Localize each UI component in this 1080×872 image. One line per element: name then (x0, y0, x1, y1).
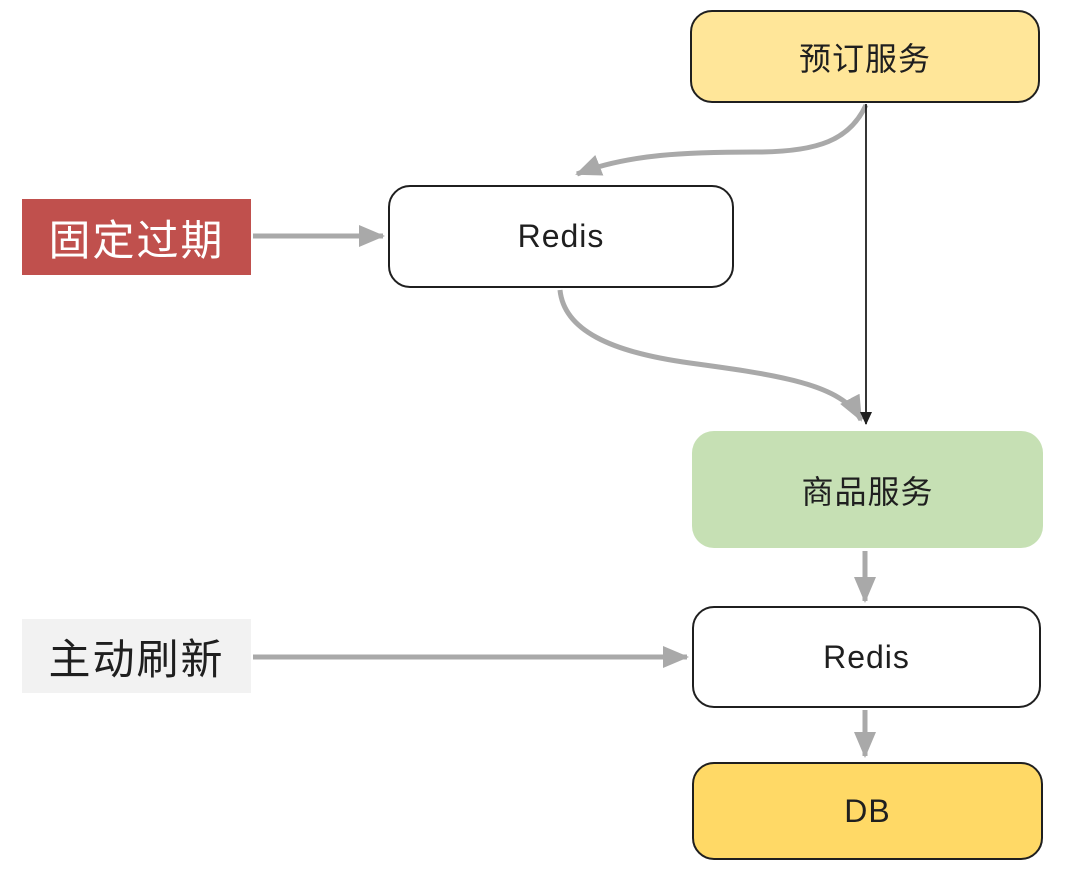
node-product-service: 商品服务 (692, 431, 1043, 548)
label-fixed-expiry: 固定过期 (22, 199, 251, 275)
label-fixed-expiry-text: 固定过期 (48, 216, 225, 264)
edge-redis-top-to-product (557, 289, 864, 422)
node-booking-service: 预订服务 (690, 10, 1040, 103)
node-redis-bottom-label: Redis (823, 638, 910, 675)
node-db-label: DB (844, 792, 891, 829)
node-db: DB (692, 762, 1043, 860)
node-product-service-label: 商品服务 (801, 473, 934, 510)
node-redis-top-label: Redis (517, 218, 605, 254)
node-redis-top: Redis (388, 185, 734, 288)
label-active-refresh: 主动刷新 (22, 619, 251, 693)
label-active-refresh-text: 主动刷新 (48, 635, 225, 683)
node-redis-bottom: Redis (692, 606, 1041, 708)
edge-booking-to-redis-top (575, 103, 869, 177)
node-booking-service-label: 预订服务 (798, 40, 931, 77)
